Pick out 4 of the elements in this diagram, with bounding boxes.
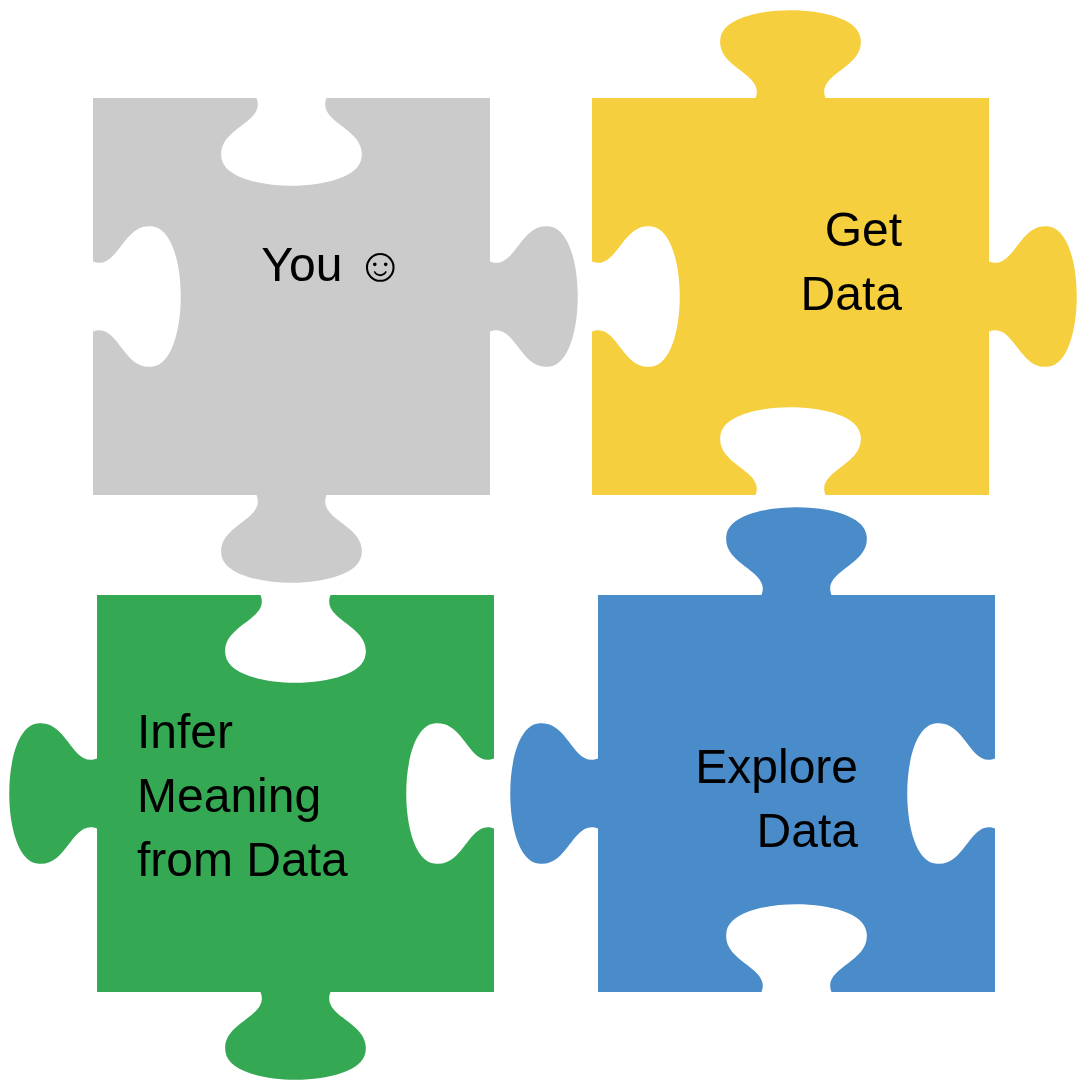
piece-label: Get Data (800, 203, 902, 320)
piece-label: Explore Data (695, 740, 858, 857)
piece-label: You ☺ (261, 238, 405, 291)
piece-label: Infer Meaning from Data (137, 705, 348, 886)
